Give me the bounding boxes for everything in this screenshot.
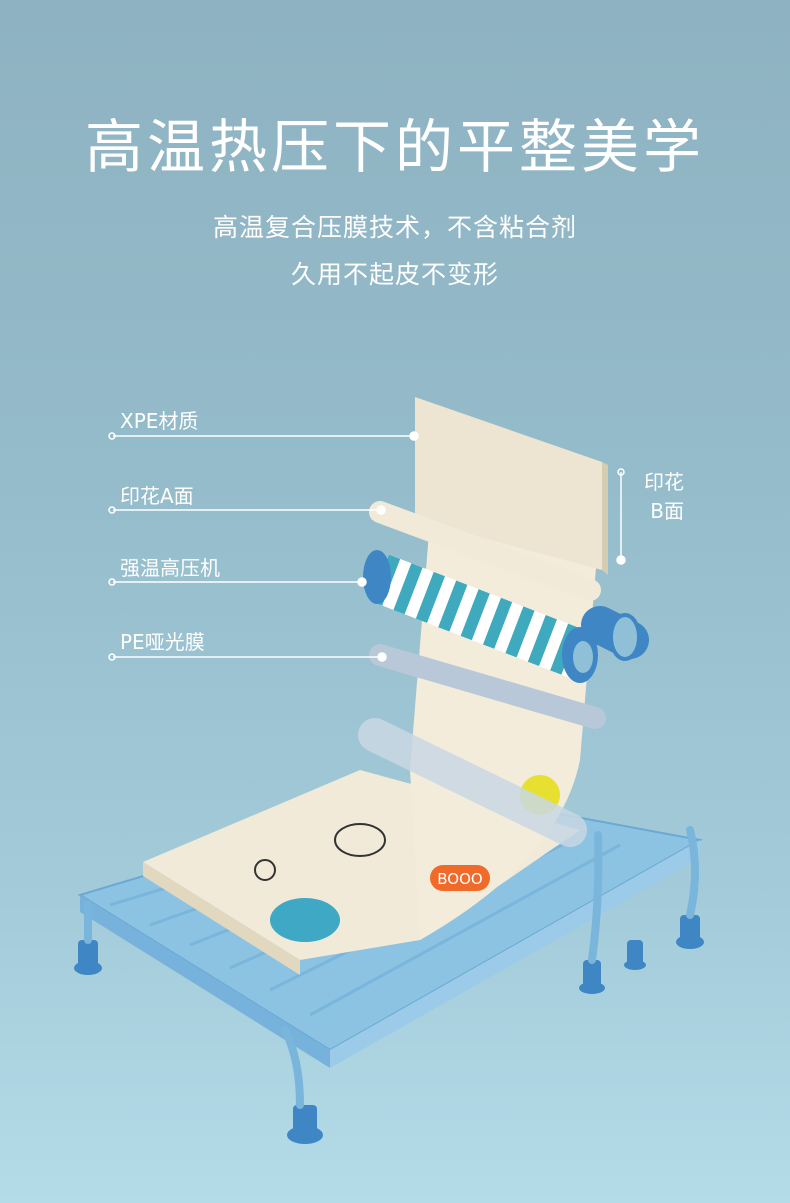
label-press-machine: 强温高压机 (120, 556, 220, 580)
callout-lines (108, 431, 626, 662)
xpe-board (415, 397, 608, 575)
subtitle-line-1: 高温复合压膜技术，不含粘合剂 (212, 213, 577, 242)
label-print-side-b: 印花 B面 (634, 466, 684, 524)
mat-badge-text: BOOO (437, 870, 482, 888)
label-print-side-b-line2: B面 (650, 499, 684, 523)
label-pe-film: PE哑光膜 (120, 630, 205, 654)
rollers (358, 501, 649, 847)
page-title: 高温热压下的平整美学 (84, 113, 705, 181)
label-print-side-b-line1: 印花 (644, 470, 684, 494)
label-print-side-a: 印花A面 (120, 484, 194, 508)
subtitle-line-2: 久用不起皮不变形 (290, 260, 499, 289)
label-xpe-material: XPE材质 (120, 409, 199, 433)
